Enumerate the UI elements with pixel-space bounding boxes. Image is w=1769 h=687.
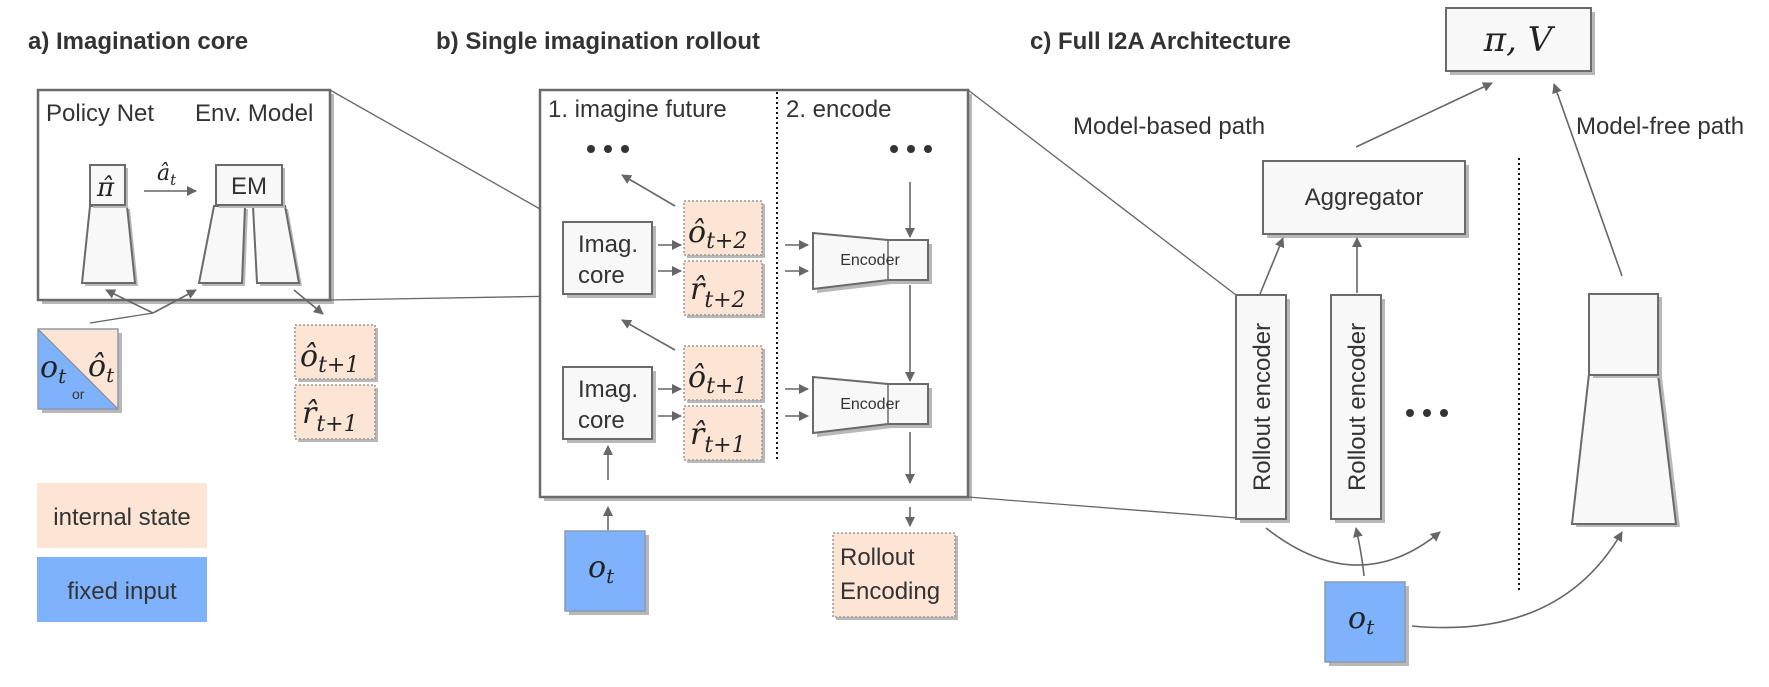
- panel-c: c) Full I2A Architecture π, V Model-base…: [1030, 7, 1744, 666]
- svg-text:Rollout encoder: Rollout encoder: [1344, 323, 1371, 491]
- pred-rew-t2: r̂t+2: [683, 260, 765, 318]
- svg-text:Encoding: Encoding: [840, 578, 940, 605]
- pred-obs-t2: ôt+2: [683, 200, 765, 258]
- panel-c-title: c) Full I2A Architecture: [1030, 28, 1291, 55]
- svg-text:Rollout encoder: Rollout encoder: [1249, 323, 1276, 491]
- rollout-input-obs: ot: [564, 530, 649, 615]
- model-free-net: [1570, 293, 1680, 527]
- rollout-encoding-output: Rollout Encoding: [832, 532, 958, 620]
- ellipsis-imagine: [587, 145, 629, 153]
- panel-b-title: b) Single imagination rollout: [436, 28, 760, 55]
- imag-core-upper: Imag. core: [562, 221, 656, 298]
- legend: internal state fixed input: [37, 483, 207, 622]
- svg-text:ot: ot: [588, 550, 615, 588]
- policy-symbol: π̂: [96, 173, 115, 203]
- panel-a: a) Imagination core Policy Net Env. Mode…: [28, 28, 378, 622]
- ellipsis-encode: [890, 145, 932, 153]
- svg-text:ot: ot: [1348, 601, 1375, 639]
- svg-text:r̂t+1: r̂t+1: [690, 417, 746, 458]
- policy-value-output: π, V: [1445, 7, 1595, 75]
- imag-core-lower: Imag. core: [562, 366, 656, 443]
- env-model-label: Env. Model: [195, 100, 313, 127]
- encoder-lower: Encoder: [812, 375, 932, 437]
- pred-obs-t1: ôt+1: [683, 345, 765, 403]
- ellipsis-rollouts: [1406, 409, 1448, 417]
- svg-text:Rollout: Rollout: [840, 544, 915, 571]
- svg-text:Encoder: Encoder: [840, 252, 900, 269]
- section-imagine-label: 1. imagine future: [548, 96, 727, 123]
- input-pred-obs: ôt: [88, 349, 115, 387]
- svg-text:core: core: [578, 407, 625, 434]
- rollout-encoder-1: Rollout encoder: [1235, 294, 1290, 523]
- section-encode-label: 2. encode: [786, 96, 891, 123]
- encoder-upper: Encoder: [812, 231, 932, 293]
- rollout-encoder-2: Rollout encoder: [1330, 294, 1385, 523]
- input-split-square: ot or ôt: [37, 328, 122, 413]
- svg-text:Imag.: Imag.: [578, 376, 638, 403]
- model-free-path-label: Model-free path: [1576, 113, 1744, 140]
- panel-b: b) Single imagination rollout 1. imagine…: [436, 28, 972, 620]
- model-based-path-label: Model-based path: [1073, 113, 1265, 140]
- svg-text:r̂t+1: r̂t+1: [302, 396, 358, 437]
- legend-fixed-input-label: fixed input: [67, 578, 177, 605]
- legend-fixed-input-swatch: [37, 557, 207, 622]
- svg-text:core: core: [578, 262, 625, 289]
- legend-internal-state-swatch: [37, 483, 207, 548]
- svg-text:π, V: π, V: [1483, 20, 1556, 60]
- svg-text:ôt+1: ôt+1: [300, 339, 359, 378]
- svg-text:ôt+1: ôt+1: [688, 360, 747, 399]
- svg-text:ôt+2: ôt+2: [688, 215, 747, 254]
- input-obs: ot: [40, 350, 67, 388]
- output-rew-t1: r̂t+1: [294, 384, 378, 442]
- legend-internal-state-label: internal state: [53, 504, 190, 531]
- em-label: EM: [231, 173, 267, 200]
- svg-text:Encoder: Encoder: [840, 396, 900, 413]
- pred-rew-t1: r̂t+1: [683, 405, 765, 463]
- action-symbol: ât: [157, 161, 177, 189]
- svg-text:Imag.: Imag.: [578, 231, 638, 258]
- policy-net-label: Policy Net: [46, 100, 154, 127]
- svg-text:r̂t+2: r̂t+2: [690, 272, 746, 313]
- arch-input-obs: ot: [1324, 581, 1409, 666]
- env-model: EM: [197, 164, 302, 286]
- aggregator: Aggregator: [1262, 160, 1469, 238]
- svg-text:Aggregator: Aggregator: [1305, 184, 1424, 211]
- output-obs-t1: ôt+1: [294, 324, 378, 382]
- policy-net: π̂: [80, 164, 138, 286]
- input-or: or: [72, 386, 85, 402]
- panel-a-title: a) Imagination core: [28, 28, 248, 55]
